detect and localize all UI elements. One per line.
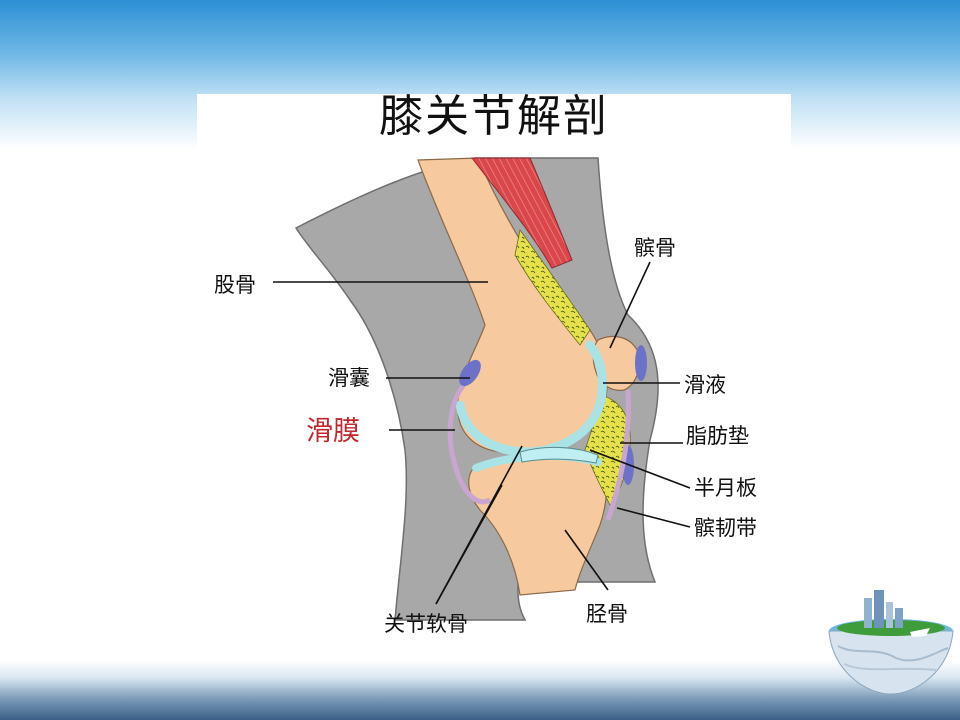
slide-title: 膝关节解剖 bbox=[379, 91, 609, 142]
articular-cartilage-label: 关节软骨 bbox=[384, 612, 468, 636]
patella-leader bbox=[609, 261, 651, 349]
patellar-ligament bbox=[605, 389, 631, 521]
femur-label: 股骨 bbox=[214, 273, 256, 297]
synovium-label: 滑膜 bbox=[306, 416, 360, 447]
patellar-ligament-label: 髌韧带 bbox=[694, 516, 757, 540]
meniscus bbox=[519, 446, 599, 464]
tibia-leader bbox=[564, 529, 609, 591]
patellar-ligament-leader bbox=[616, 507, 691, 528]
synovium-membrane bbox=[447, 378, 492, 505]
city-globe-icon bbox=[828, 590, 954, 695]
suprapatellar-fat bbox=[514, 229, 591, 346]
quadriceps-muscle bbox=[470, 157, 573, 269]
articular-cartilage-leader-2 bbox=[435, 484, 503, 605]
meniscus-leader bbox=[589, 449, 691, 489]
suprapatellar-bursa bbox=[635, 345, 647, 381]
bursa-sac bbox=[459, 359, 481, 387]
synovial-fluid-label: 滑液 bbox=[684, 373, 726, 397]
meniscus-label: 半月板 bbox=[694, 476, 757, 500]
bursa-label: 滑囊 bbox=[328, 366, 370, 390]
fat-pad-label: 脂肪垫 bbox=[686, 424, 749, 448]
tibia-label: 胫骨 bbox=[586, 602, 628, 626]
articular-cartilage bbox=[455, 340, 607, 457]
patella-label: 髌骨 bbox=[634, 236, 676, 260]
slide-background-bottom bbox=[0, 660, 960, 720]
